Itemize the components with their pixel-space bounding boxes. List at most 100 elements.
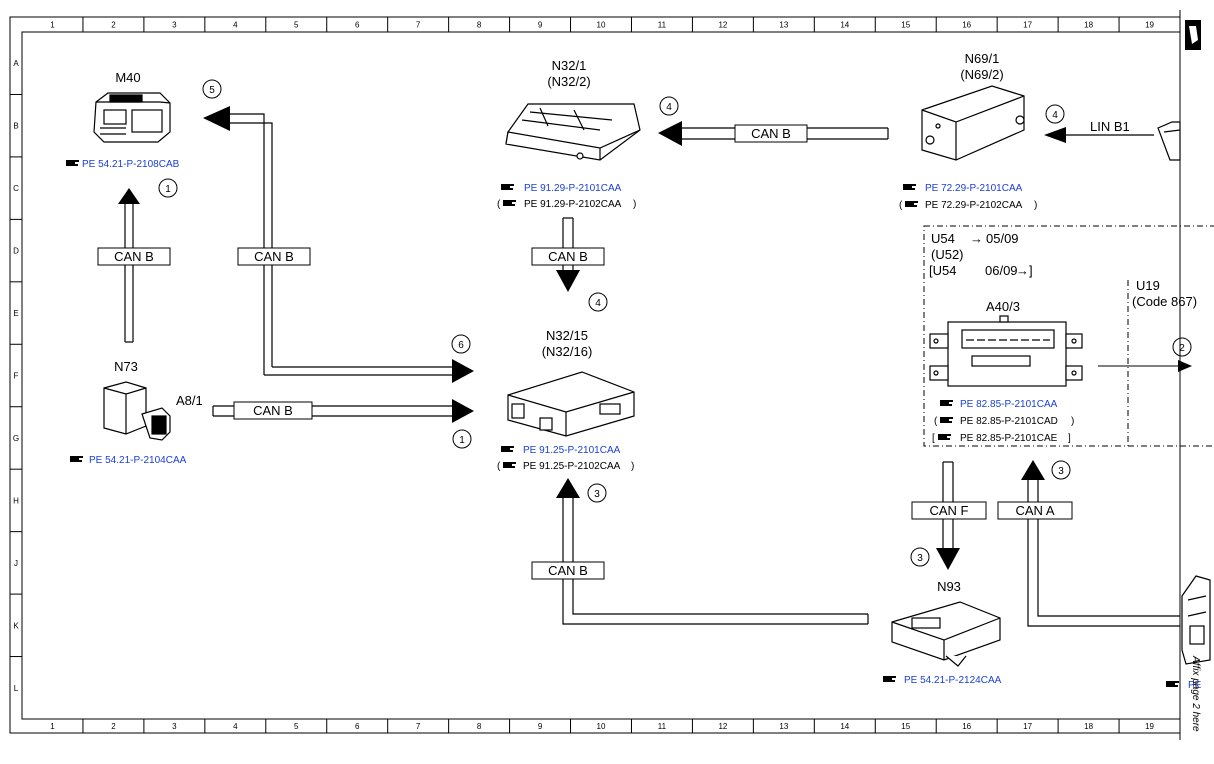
component-n69-1: N69/1 (N69/2) PE 72.29-P-2101CAA ( PE 72… bbox=[899, 51, 1037, 211]
svg-text:CAN B: CAN B bbox=[114, 249, 154, 264]
grid-row-letter: H bbox=[13, 496, 19, 505]
grid-column-number: 4 bbox=[233, 722, 238, 731]
svg-text:CAN F: CAN F bbox=[930, 503, 969, 518]
svg-text:U19: U19 bbox=[1136, 278, 1160, 293]
partial-door-handle-icon bbox=[1157, 121, 1181, 161]
svg-text:(: ( bbox=[899, 200, 903, 211]
step-number: 4 bbox=[666, 102, 672, 113]
arrowhead-right-u19 bbox=[1178, 360, 1192, 372]
grid-column-number: 7 bbox=[416, 722, 421, 731]
grid-row-letter: F bbox=[14, 372, 19, 381]
bus-label-m40-long: CAN B bbox=[237, 247, 311, 266]
bus-label-n73: CAN B bbox=[233, 401, 313, 420]
component-label-alt: (N32/2) bbox=[547, 74, 590, 89]
bus-label-n69: CAN B bbox=[734, 124, 808, 143]
grid-row-letter: E bbox=[13, 309, 18, 318]
reference-pointer-icon bbox=[905, 201, 918, 207]
reference-pointer-icon bbox=[883, 676, 896, 682]
step-number: 4 bbox=[1052, 110, 1058, 121]
grid-column-number: 13 bbox=[779, 722, 788, 731]
component-label: A8/1 bbox=[176, 393, 203, 408]
reference-pointer-icon bbox=[940, 400, 953, 406]
component-ref-alt: PE 91.25-P-2102CAA bbox=[523, 461, 621, 472]
sound-module-icon bbox=[505, 103, 641, 161]
step-number: 1 bbox=[459, 435, 465, 446]
svg-text:CAN A: CAN A bbox=[1015, 503, 1054, 518]
component-n32-1: N32/1 (N32/2) PE 91.29-P-2101CAA ( PE 91… bbox=[497, 58, 641, 210]
component-ref: PE 72.29-P-2101CAA bbox=[925, 183, 1023, 194]
component-m40: M40 PE 54.21-P-2108CAB bbox=[66, 70, 180, 170]
grid-column-number: 13 bbox=[779, 21, 788, 30]
grid-column-number: 18 bbox=[1084, 21, 1093, 30]
bus-label-can-a: CAN A bbox=[997, 501, 1073, 520]
arrowhead-down-n93 bbox=[936, 548, 960, 570]
grid-column-number: 4 bbox=[233, 21, 238, 30]
grid-column-number: 6 bbox=[355, 21, 360, 30]
door-control-unit-icon bbox=[921, 85, 1025, 161]
reference-pointer-icon bbox=[501, 446, 514, 452]
component-label: N69/1 bbox=[965, 51, 1000, 66]
reference-pointer-icon bbox=[503, 462, 516, 468]
svg-text:→: → bbox=[970, 231, 983, 246]
arrowhead-up-a40-3 bbox=[1021, 460, 1045, 480]
component-label-alt: (N69/2) bbox=[960, 67, 1003, 82]
step-number: 5 bbox=[209, 85, 215, 96]
grid-column-number: 10 bbox=[597, 722, 606, 731]
svg-text:[: [ bbox=[932, 433, 935, 444]
svg-text:(: ( bbox=[497, 461, 501, 472]
ignition-lock-icon bbox=[103, 381, 171, 441]
grid-row-letter: D bbox=[13, 247, 19, 256]
bus-label-n93-link: CAN B bbox=[531, 561, 605, 580]
svg-text:06/09: 06/09 bbox=[985, 263, 1018, 278]
grid-row-letter: J bbox=[14, 559, 18, 568]
grid-column-number: 19 bbox=[1145, 21, 1154, 30]
grid-column-number: 15 bbox=[901, 21, 910, 30]
grid-column-number: 12 bbox=[718, 21, 727, 30]
grid-column-number: 5 bbox=[294, 722, 299, 731]
step-number: 4 bbox=[595, 298, 601, 309]
component-label: N32/15 bbox=[546, 328, 588, 343]
grid-column-number: 3 bbox=[172, 722, 177, 731]
step-circles bbox=[158, 79, 1192, 567]
u54-variant-box: U54 → 05/09 (U52) [U54 06/09 → ] bbox=[923, 225, 1214, 447]
component-ref: PE 91.25-P-2101CAA bbox=[523, 445, 621, 456]
grid-column-number: 14 bbox=[840, 722, 849, 731]
grid-column-number: 1 bbox=[50, 722, 55, 731]
reference-pointer-icon bbox=[903, 184, 916, 190]
grid-column-number: 2 bbox=[111, 722, 116, 731]
grid-column-number: 5 bbox=[294, 21, 299, 30]
arrowhead-up-n32-15 bbox=[556, 478, 580, 498]
component-label: N32/1 bbox=[552, 58, 587, 73]
component-a40-3: A40/3 PE 82.85-P-2101CAA ( PE 82.85-P-21… bbox=[929, 299, 1083, 444]
reference-pointer-icon bbox=[1166, 681, 1179, 687]
component-u19: U19 (Code 867) bbox=[1132, 278, 1197, 309]
grid-row-letter: G bbox=[13, 434, 19, 443]
component-n32-15: N32/15 (N32/16) PE 91.25-P-2101CAA ( PE … bbox=[497, 328, 635, 472]
arrowheads bbox=[118, 106, 1192, 570]
svg-text:05/09: 05/09 bbox=[986, 231, 1019, 246]
arrowhead-left-m40 bbox=[203, 106, 230, 131]
grid-column-number: 8 bbox=[477, 722, 482, 731]
display-unit-icon bbox=[929, 315, 1083, 387]
grid-column-number: 6 bbox=[355, 722, 360, 731]
arrowhead-right-n32-15-upper bbox=[452, 359, 474, 383]
grid-column-number: 10 bbox=[597, 21, 606, 30]
grid-row-letter: A bbox=[13, 59, 19, 68]
svg-text:(: ( bbox=[497, 199, 501, 210]
component-ref: PE 54.21-P-2108CAB bbox=[82, 159, 180, 170]
arrowhead-left-n32-1 bbox=[658, 121, 682, 146]
component-n93: N93 PE 54.21-P-2124CAA bbox=[883, 579, 1002, 686]
component-label: N73 bbox=[114, 359, 138, 374]
component-ref-alt: PE 82.85-P-2101CAE bbox=[960, 433, 1058, 444]
grid-column-number: 14 bbox=[840, 21, 849, 30]
grid-row-letter: K bbox=[13, 621, 19, 630]
bus-label-m40: CAN B bbox=[97, 247, 171, 266]
reference-pointer-icon bbox=[66, 160, 79, 166]
svg-text:CAN B: CAN B bbox=[548, 249, 588, 264]
grid-column-number: 9 bbox=[538, 21, 543, 30]
component-ref-alt: PE 72.29-P-2102CAA bbox=[925, 200, 1023, 211]
grid-column-number: 16 bbox=[962, 722, 971, 731]
component-ref-alt: PE 91.29-P-2102CAA bbox=[524, 199, 622, 210]
